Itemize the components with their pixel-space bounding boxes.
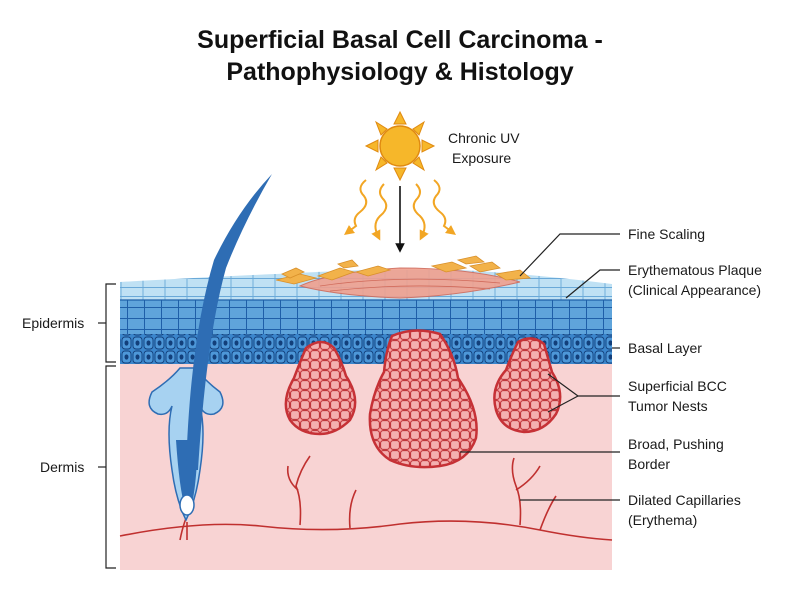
tumor-nests <box>284 329 562 469</box>
sun-icon <box>364 110 436 182</box>
tumor-nest-center <box>368 329 478 469</box>
fine-scaling-flakes <box>275 255 532 285</box>
leader-lines <box>460 233 620 501</box>
tumor-nests-label-line-1: Superficial BCC <box>628 378 727 394</box>
plaque-label-line-2: (Clinical Appearance) <box>628 282 762 298</box>
pushing-border-label-line-1: Broad, Pushing <box>628 436 724 452</box>
capillaries-label: Dilated Capillaries (Erythema) <box>628 490 741 530</box>
pushing-border-label: Broad, Pushing Border <box>628 434 724 474</box>
hair-follicle <box>148 174 272 540</box>
capillaries-label-line-2: (Erythema) <box>628 512 698 528</box>
tumor-nests-label: Superficial BCC Tumor Nests <box>628 376 727 416</box>
pushing-border-label-line-2: Border <box>628 456 671 472</box>
title-line-1: Superficial Basal Cell Carcinoma - <box>197 26 603 54</box>
diagram-title: Superficial Basal Cell Carcinoma - Patho… <box>0 24 800 88</box>
epidermis-label: Epidermis <box>22 315 85 331</box>
title-line-2: Pathophysiology & Histology <box>226 58 574 86</box>
uv-label: Chronic UV Exposure <box>448 128 520 168</box>
uv-label-line-2: Exposure <box>452 150 512 166</box>
fine-scaling-label: Fine Scaling <box>628 226 706 242</box>
capillaries-label-line-1: Dilated Capillaries <box>628 492 741 508</box>
dermis-label: Dermis <box>40 459 85 475</box>
dilated-capillaries <box>119 455 613 541</box>
tumor-nests-label-line-2: Tumor Nests <box>628 398 708 414</box>
uv-rays <box>344 179 456 241</box>
basal-layer-label: Basal Layer <box>628 340 702 356</box>
hair-shaft <box>186 174 272 470</box>
uv-label-line-1: Chronic UV <box>448 130 520 146</box>
left-brackets <box>98 283 116 569</box>
tumor-nest-left <box>284 340 357 436</box>
plaque-label-line-1: Erythematous Plaque <box>628 262 762 278</box>
plaque-label: Erythematous Plaque (Clinical Appearance… <box>628 260 762 300</box>
tumor-nest-right <box>493 337 562 434</box>
